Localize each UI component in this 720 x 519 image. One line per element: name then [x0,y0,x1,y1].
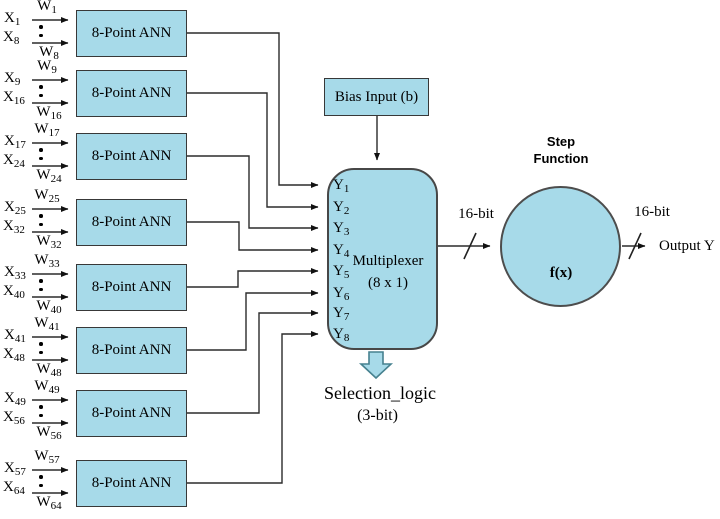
multiplexer-title-line1: Multiplexer [352,253,424,269]
input-top-label: X41 [4,327,26,345]
mux-input-label: Y4 [333,242,350,260]
ann-input-arrows [32,17,69,496]
ann-input-row: W49 X49 X56 W56 8-Point ANN [0,378,200,450]
input-bottom-label: X64 [3,479,25,497]
vertical-dots-icon [39,25,43,37]
ann-block-label: 8-Point ANN [91,85,172,101]
ann-block: 8-Point ANN [76,390,187,437]
ann-block: 8-Point ANN [76,327,187,374]
ann-block: 8-Point ANN [76,133,187,180]
vertical-dots-icon [39,405,43,417]
selection-arrow-icon [358,351,394,380]
ann-block-label: 8-Point ANN [91,475,172,491]
vertical-dots-icon [39,279,43,291]
weight-bottom-label: W32 [36,233,62,251]
weight-top-label: W9 [37,58,57,76]
input-top-label: X1 [4,10,21,28]
bus-slash-icon [463,232,477,260]
input-top-label: X25 [4,199,26,217]
input-bottom-label: X40 [3,283,25,301]
vertical-dots-icon [39,342,43,354]
vertical-dots-icon [39,475,43,487]
mux-input-label: Y2 [333,199,350,217]
mux-input-label: Y6 [333,285,350,303]
input-top-label: X49 [4,390,26,408]
weight-bottom-label: W64 [36,494,62,512]
mux-input-label: Y1 [333,177,350,195]
input-top-label: X57 [4,460,26,478]
weight-top-label: W41 [34,315,60,333]
weight-bottom-label: W56 [36,424,62,442]
input-bottom-label: X48 [3,346,25,364]
weight-top-label: W57 [34,448,60,466]
vertical-dots-icon [39,85,43,97]
ann-block: 8-Point ANN [76,199,187,246]
ann-block-label: 8-Point ANN [91,405,172,421]
input-bottom-label: X56 [3,409,25,427]
bus-width-label-left: 16-bit [458,206,494,222]
weight-top-label: W17 [34,121,60,139]
ann-block-label: 8-Point ANN [91,148,172,164]
mux-input-label: Y5 [333,263,350,281]
ann-input-row: W1 X1 X8 W8 8-Point ANN [0,0,200,70]
step-function-title-line1: Step [546,134,576,149]
weight-bottom-label: W48 [36,361,62,379]
ann-input-row: W9 X9 X16 W16 8-Point ANN [0,58,200,130]
step-function-title: Step Function [501,133,621,167]
weight-bottom-label: W40 [36,298,62,316]
multiplexer-title: Multiplexer (8 x 1) [341,250,435,294]
step-function-title-line2: Function [533,151,589,166]
ann-input-row: W41 X41 X48 W48 8-Point ANN [0,315,200,387]
ann-input-row: W17 X17 X24 W24 8-Point ANN [0,121,200,193]
input-bottom-label: X24 [3,152,25,170]
mux-input-label: Y7 [333,305,350,323]
ann-block: 8-Point ANN [76,460,187,507]
ann-block: 8-Point ANN [76,10,187,57]
input-top-label: X17 [4,133,26,151]
input-bottom-label: X16 [3,89,25,107]
bias-input-block: Bias Input (b) [324,78,429,116]
selection-logic-bits-label: (3-bit) [357,407,398,424]
mux-input-label: Y8 [333,326,350,344]
bias-input-label: Bias Input (b) [334,88,419,105]
selection-logic-label: Selection_logic [324,383,436,403]
ann-to-mux-wires [187,32,319,484]
input-bottom-label: X32 [3,218,25,236]
input-top-label: X33 [4,264,26,282]
input-bottom-label: X8 [3,29,20,47]
ann-block: 8-Point ANN [76,264,187,311]
ann-input-row: W57 X57 X64 W64 8-Point ANN [0,448,200,519]
ann-block-label: 8-Point ANN [91,279,172,295]
weight-bottom-label: W24 [36,167,62,185]
mux-input-label: Y3 [333,220,350,238]
input-top-label: X9 [4,70,21,88]
ann-input-row: W33 X33 X40 W40 8-Point ANN [0,252,200,324]
fx-label: f(x) [549,265,573,281]
weight-bottom-label: W8 [39,44,59,62]
ann-block-label: 8-Point ANN [91,25,172,41]
ann-input-row: W25 X25 X32 W32 8-Point ANN [0,187,200,259]
multiplexer-title-line2: (8 x 1) [368,275,408,291]
output-label: Output Y [659,238,715,254]
weight-top-label: W1 [37,0,57,16]
ann-block-label: 8-Point ANN [91,342,172,358]
vertical-dots-icon [39,148,43,160]
weight-top-label: W49 [34,378,60,396]
weight-top-label: W33 [34,252,60,270]
bus-width-label-right: 16-bit [634,204,670,220]
step-function-node [500,186,621,307]
ann-block: 8-Point ANN [76,70,187,117]
ann-block-label: 8-Point ANN [91,214,172,230]
multiplexer-block [327,168,438,350]
vertical-dots-icon [39,214,43,226]
weight-bottom-label: W16 [36,104,62,122]
weight-top-label: W25 [34,187,60,205]
bus-slash-icon [628,232,642,260]
